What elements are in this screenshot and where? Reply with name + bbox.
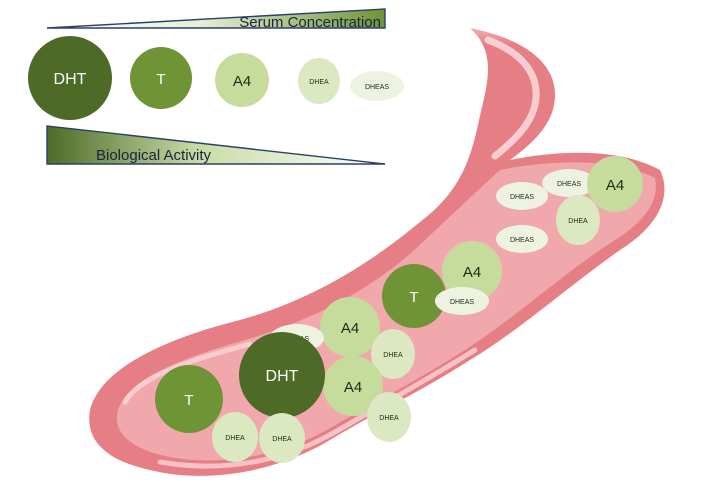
legend-dht: DHT: [28, 36, 112, 120]
molecule-a4-label: A4: [341, 320, 359, 337]
molecule-a4-label: A4: [463, 264, 481, 281]
molecule-a4-shape: [320, 297, 380, 357]
molecule-t-label: T: [184, 392, 193, 409]
legend-dheas: DHEAS: [350, 71, 404, 101]
molecule-a4: A4: [587, 156, 643, 212]
molecule-dheas-label: DHEAS: [450, 299, 474, 306]
legend-dhea-ellipse: [298, 58, 340, 104]
molecule-a4-label: A4: [606, 177, 624, 194]
legend-t: T: [130, 47, 192, 109]
vessel-highlight-lower-wall: [157, 347, 478, 469]
legend-a4: A4: [215, 53, 269, 107]
legend-a4-circle: [215, 53, 269, 107]
molecule-dheas-label: DHEAS: [510, 237, 534, 244]
molecule-t: T: [155, 365, 223, 433]
legend-dht-label: DHT: [54, 71, 87, 88]
molecule-t-shape: [155, 365, 223, 433]
molecule-a4: A4: [320, 297, 380, 357]
molecule-dhea-label: DHEA: [568, 218, 588, 225]
molecule-dheas-shape: [496, 225, 548, 253]
molecule-dheas-shape: [542, 169, 596, 197]
molecule-dht-label: DHT: [266, 368, 299, 385]
molecule-dheas-shape: [496, 182, 548, 210]
molecule-a4-label: A4: [344, 379, 362, 396]
vessel-highlight-bottom: [122, 341, 253, 405]
molecule-a4-shape: [587, 156, 643, 212]
biological-activity-label: Biological Activity: [96, 147, 212, 164]
molecule-dht: DHT: [239, 332, 325, 418]
molecule-dheas: DHEAS: [496, 182, 548, 210]
legend-dheas-ellipse: [350, 71, 404, 101]
molecule-dhea-label: DHEA: [272, 436, 292, 443]
molecule-t-shape: [382, 264, 446, 328]
legend: Serum Concentration DHT T A4 DHEA DHEAS …: [28, 8, 404, 165]
molecules: DHEAS DHEAS A4 DHEA DHEAS A4 T DHEAS: [155, 156, 643, 463]
molecule-dhea-shape: [212, 412, 258, 462]
legend-dheas-label: DHEAS: [365, 84, 389, 91]
legend-dhea: DHEA: [298, 58, 340, 104]
molecule-dhea-label: DHEA: [225, 435, 245, 442]
vessel-highlight-top: [484, 36, 540, 160]
legend-a4-label: A4: [233, 73, 251, 90]
molecule-dhea: DHEA: [367, 392, 411, 442]
molecule-dhea-label: DHEA: [383, 352, 403, 359]
molecule-dhea: DHEA: [212, 412, 258, 462]
molecule-dheas-label: DHEAS: [510, 194, 534, 201]
molecule-dhea-shape: [556, 195, 600, 245]
molecule-t: T: [382, 264, 446, 328]
legend-t-circle: [130, 47, 192, 109]
molecule-dheas-shape: [435, 287, 489, 315]
molecule-dheas-label: DHEAS: [557, 181, 581, 188]
molecule-dhea-shape: [367, 392, 411, 442]
molecule-a4: A4: [442, 241, 502, 301]
molecule-dhea-shape: [371, 329, 415, 379]
molecule-dhea: DHEA: [371, 329, 415, 379]
molecule-a4-shape: [442, 241, 502, 301]
legend-dht-circle: [28, 36, 112, 120]
molecule-dheas: DHEAS: [496, 225, 548, 253]
serum-concentration-label: Serum Concentration: [239, 14, 381, 31]
vessel-top-fade: [440, 0, 580, 45]
legend-dhea-label: DHEA: [309, 79, 329, 86]
molecule-dheas: DHEAS: [542, 169, 596, 197]
molecule-dhea-shape: [259, 413, 305, 463]
molecule-dht-shape: [239, 332, 325, 418]
molecule-a4: A4: [323, 356, 383, 416]
molecule-dhea: DHEA: [556, 195, 600, 245]
molecule-dhea: DHEA: [259, 413, 305, 463]
molecule-a4-shape: [323, 356, 383, 416]
molecule-dheas: DHEAS: [435, 287, 489, 315]
molecule-t-label: T: [409, 289, 418, 306]
molecule-dhea-label: DHEA: [379, 415, 399, 422]
legend-t-label: T: [156, 71, 165, 88]
serum-concentration-wedge: [46, 8, 386, 29]
biological-activity-wedge: [46, 125, 386, 165]
